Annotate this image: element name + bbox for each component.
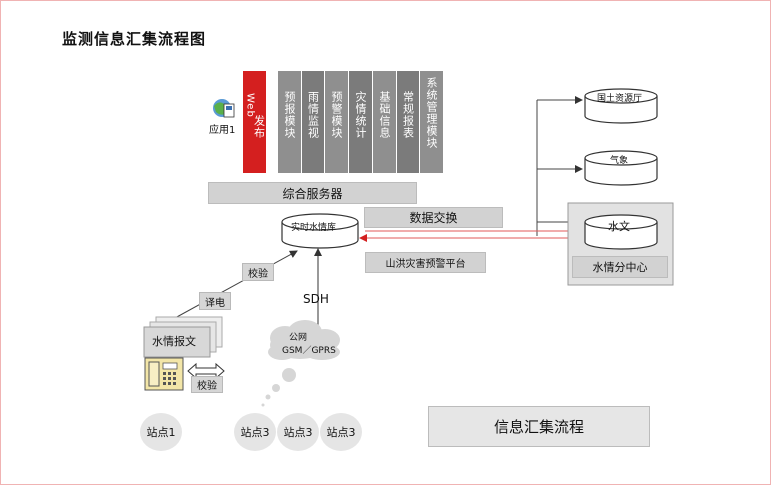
sdh-label: SDH (303, 292, 329, 306)
realtime-db-cylinder (281, 213, 359, 249)
web-publish-column[interactable]: Web 发布 (243, 71, 266, 173)
globe-app-icon (213, 99, 235, 118)
platform-band: 山洪灾害预警平台 (365, 252, 486, 273)
cloud-shape (268, 320, 340, 360)
translate-tag: 译电 (199, 292, 231, 310)
weather-db-cylinder (584, 150, 658, 186)
web-label: Web (244, 93, 256, 118)
module-rain-monitor[interactable]: 雨情监视 (302, 71, 324, 173)
weather-db-label: 气象 (610, 156, 629, 166)
module-basic-info[interactable]: 基础信息 (373, 71, 396, 173)
cloud-label-gsm: GSM／GPRS (282, 346, 336, 356)
cloud-dots (261, 368, 296, 407)
station-label: 站点3 (326, 426, 356, 439)
module-disaster-stats[interactable]: 灾情统计 (349, 71, 372, 173)
cloud-label-network: 公网 (289, 333, 308, 343)
double-arrow-shape (187, 362, 225, 380)
module-forecast[interactable]: 预报模块 (278, 71, 301, 173)
left-upload-arrow (174, 250, 298, 319)
report-label: 水情报文 (152, 335, 196, 348)
server-band: 综合服务器 (208, 182, 417, 204)
check-lower-tag: 校验 (191, 376, 223, 393)
app-label: 应用1 (209, 125, 236, 136)
hydro-db-label: 水文 (608, 220, 630, 233)
realtime-db-label: 实时水情库 (291, 223, 337, 233)
land-db-cylinder (584, 88, 658, 124)
module-system-admin[interactable]: 系统管理模块 (420, 71, 443, 173)
hydro-db-cylinder (584, 214, 658, 250)
report-stack (143, 316, 223, 358)
station-label: 站点3 (283, 426, 313, 439)
caption-box: 信息汇集流程 (428, 406, 650, 447)
land-db-label: 国土资源厅 (597, 94, 643, 104)
data-exchange-band: 数据交换 (364, 207, 503, 228)
station-label: 站点1 (146, 426, 176, 439)
station-3b[interactable]: 站点3 (277, 413, 319, 451)
module-reports[interactable]: 常规报表 (397, 71, 419, 173)
phone-shape (144, 357, 184, 391)
station-label: 站点3 (240, 426, 270, 439)
module-warning[interactable]: 预警模块 (325, 71, 348, 173)
page-title: 监测信息汇集流程图 (62, 30, 207, 48)
station-3c[interactable]: 站点3 (320, 413, 362, 451)
publish-label: 发布 (252, 115, 266, 139)
station-3a[interactable]: 站点3 (234, 413, 276, 451)
station-1[interactable]: 站点1 (140, 413, 182, 451)
hydro-center-band: 水情分中心 (572, 256, 668, 278)
check-upper-tag: 校验 (242, 263, 274, 281)
